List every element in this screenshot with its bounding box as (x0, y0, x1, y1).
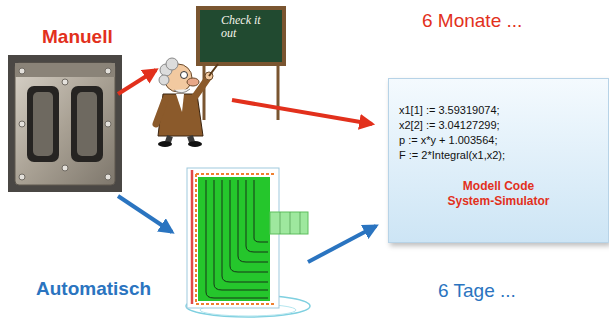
contour (222, 180, 268, 282)
shoe (188, 141, 202, 147)
nose (187, 78, 199, 86)
screw (62, 165, 68, 171)
screw (19, 121, 25, 127)
screw (19, 174, 25, 180)
code-line: F := 2*Integral(x1,x2); (399, 148, 608, 163)
contour (214, 180, 268, 290)
gap-line (290, 212, 291, 234)
box-heading: Modell Code System-Simulator (441, 179, 557, 209)
screw (62, 79, 68, 85)
leg (190, 136, 192, 142)
hair (159, 75, 169, 85)
chalkboard (200, 10, 282, 62)
screw (105, 68, 111, 74)
photo-ground (8, 55, 122, 192)
board-frame (196, 6, 286, 66)
core-region (198, 177, 270, 301)
window-inner (33, 92, 53, 156)
screw (19, 68, 25, 74)
auto-arrow (118, 196, 172, 232)
component-photo (8, 55, 122, 192)
core-window (27, 86, 59, 162)
contour (230, 180, 268, 272)
gap-line (300, 212, 301, 234)
contour (206, 180, 268, 298)
metal-top (15, 63, 115, 77)
pointer (209, 64, 218, 76)
code-line: x2[2] := 3.04127299; (399, 118, 608, 133)
coil-edge (191, 170, 194, 304)
sim-region (187, 168, 279, 308)
method-label: Manuell (42, 26, 113, 48)
teacher-cartoon (156, 6, 286, 147)
chalk-text: Check it out (221, 14, 265, 40)
manual-arrow (232, 100, 372, 124)
beard (174, 89, 190, 93)
boundary (196, 174, 274, 304)
gap-lines (280, 212, 300, 234)
code-line: p := x*y + 1.003564; (399, 133, 608, 148)
method-label: Automatisch (36, 278, 151, 300)
core-window (71, 86, 103, 162)
board-leg (277, 66, 280, 120)
metal-body (15, 63, 115, 185)
code-box: x1[1] := 3.59319074;x2[2] := 3.04127299;… (388, 78, 609, 243)
screws (19, 68, 111, 180)
code-line: x1[1] := 3.59319074; (399, 103, 608, 118)
shoe (158, 141, 172, 147)
screw (105, 174, 111, 180)
shirt (176, 94, 184, 112)
duration-label: 6 Monate ... (422, 10, 522, 32)
flow-arrows (118, 70, 376, 262)
manual-arrow (118, 70, 156, 94)
arm (156, 100, 165, 124)
window-inner (77, 92, 97, 156)
gap-region (270, 212, 308, 234)
contours (206, 180, 268, 298)
duration-label: 6 Tage ... (438, 280, 516, 302)
field-simulation (186, 168, 310, 317)
leg (168, 136, 170, 142)
hair (166, 58, 178, 70)
contour (254, 180, 268, 242)
auto-arrow (308, 226, 376, 262)
contour (238, 180, 268, 262)
contour (246, 180, 268, 252)
gap-line (280, 212, 281, 234)
screw (105, 121, 111, 127)
glasses (181, 72, 188, 79)
